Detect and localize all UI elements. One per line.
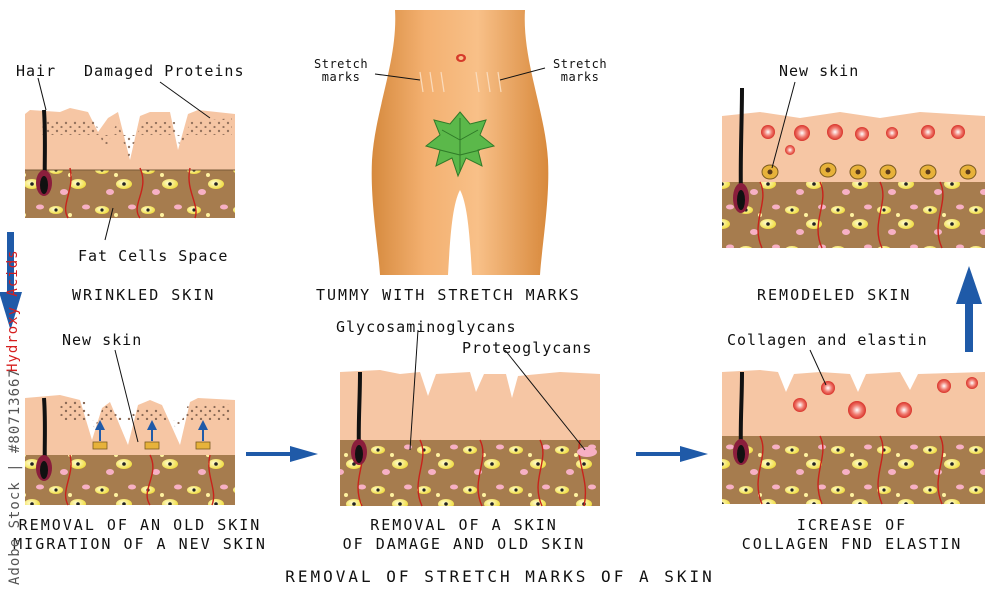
hair-label: Hair [16,62,57,80]
leader-lines-3 [409,329,586,451]
up-arrow [956,266,982,352]
increase-collagen-illustration [722,370,985,505]
remodeled-skin-illustration [722,87,985,249]
right-arrow-1 [246,446,318,462]
main-title: REMOVAL OF STRETCH MARKS OF A SKIN [285,567,715,586]
leader-lines-2 [114,349,139,443]
remodeled-skin-caption: REMODELED SKIN [757,286,912,304]
tummy-caption: TUMMY WITH STRETCH MARKS [316,286,581,304]
down-arrow [0,232,22,330]
wrinkled-skin-caption: WRINKLED SKIN [72,286,216,304]
tummy-illustration [371,10,549,275]
stretch-marks-right-label: Stretch marks [553,57,608,84]
removal-damage-caption-2: OF DAMAGE AND OLD SKIN [342,535,586,553]
proteoglycans-label: Proteoglycans [462,339,593,357]
leader-lines-tummy [374,67,546,81]
damaged-proteins-label: Damaged Proteins [84,62,245,80]
increase-caption-1: ICREASE OF [796,516,908,534]
new-skin-label-1: New skin [62,331,143,349]
removal-damage-illustration [340,370,600,507]
collagen-elastin-label: Collagen and elastin [727,331,928,349]
stock-id-watermark: Adobe Stock | #80713667 [7,368,23,585]
stretch-marks-left-label: Stretch marks [314,57,369,84]
leader-lines-4 [809,349,827,386]
leader-lines-1 [37,77,211,241]
removal-old-skin-caption-1: REMOVAL OF AN OLD SKIN [18,516,262,534]
wrinkled-skin-illustration [25,108,235,219]
glycosaminoglycans-label: Glycosaminoglycans [336,318,517,336]
right-arrow-2 [636,446,708,462]
increase-caption-2: COLLAGEN FND ELASTIN [741,535,963,553]
leader-lines-5 [771,81,796,169]
removal-old-skin-illustration [25,395,235,506]
removal-old-skin-caption-2: MIGRATION OF A NEV SKIN [13,535,267,553]
fat-cells-space-label: Fat Cells Space [78,247,229,265]
new-skin-label-2: New skin [779,62,860,80]
hydroxy-acids-label: Hydroxy Acids [5,249,21,372]
removal-damage-caption-1: REMOVAL OF A SKIN [370,516,558,534]
